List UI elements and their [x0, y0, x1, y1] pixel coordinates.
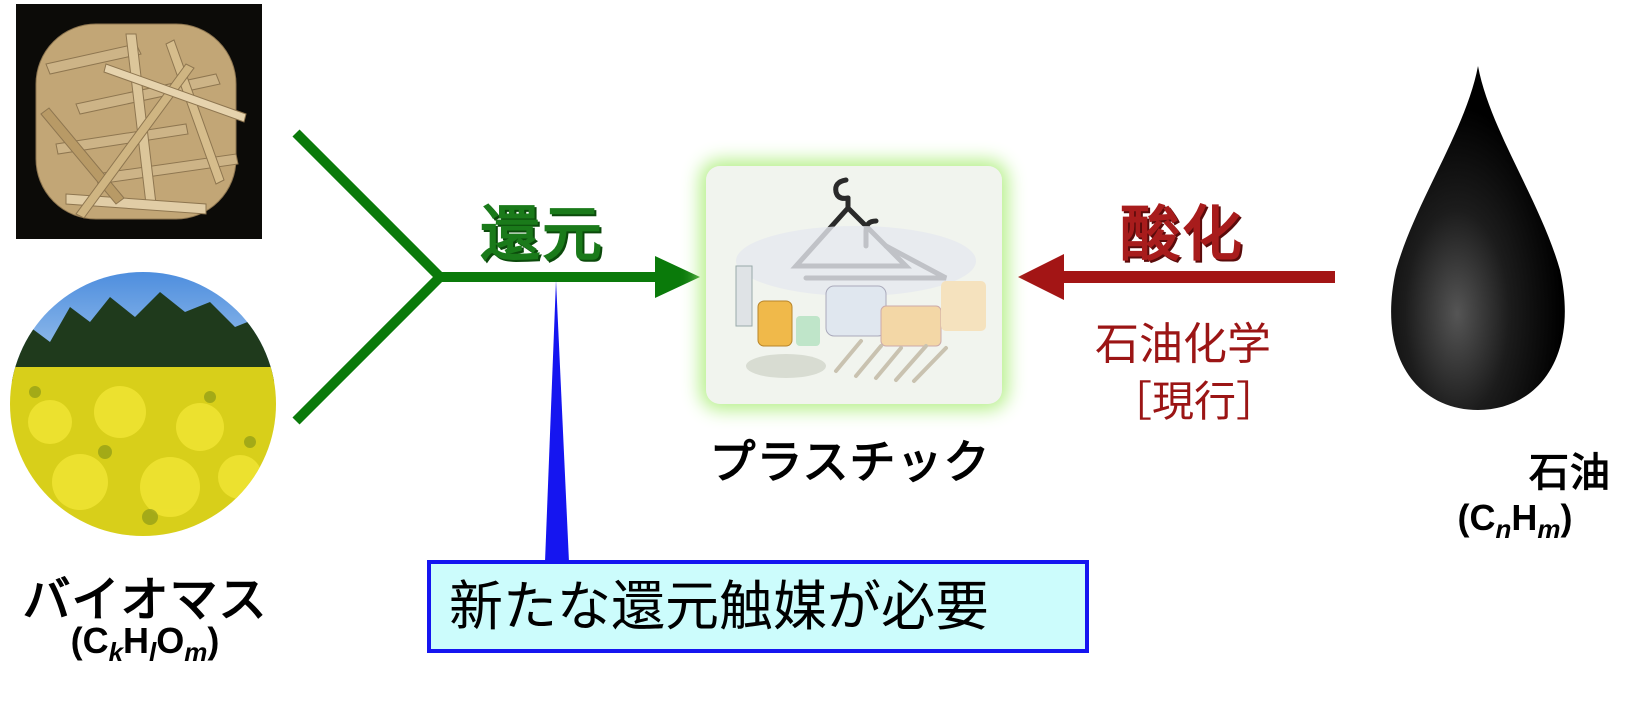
- wood-chips-photo: [16, 4, 262, 239]
- current-status-label: ［現行］: [1110, 377, 1279, 426]
- biomass-label: バイオマス: [22, 572, 268, 628]
- petroleum-label: 石油: [1529, 450, 1611, 496]
- rapeseed-field-photo: [10, 272, 276, 536]
- formula-subscript: m: [1537, 514, 1561, 544]
- biomass-formula: (CkHlOm): [0, 620, 290, 668]
- formula-part: ): [1560, 497, 1573, 538]
- petroleum-formula: (CnHm): [1420, 497, 1610, 545]
- formula-part: H: [123, 620, 150, 661]
- formula-part: H: [1511, 497, 1538, 538]
- formula-part: (C: [1457, 497, 1496, 538]
- formula-subscript: m: [184, 637, 208, 667]
- reduction-arrow: [292, 129, 660, 425]
- callout-pointer: [545, 280, 569, 562]
- plastic-products-photo: [706, 166, 1002, 404]
- petrochemistry-label: 石油化学: [1095, 319, 1271, 370]
- reduction-arrowhead: [655, 256, 700, 298]
- plastic-products-image: [706, 166, 1002, 404]
- formula-subscript: k: [108, 637, 124, 667]
- oil-drop-icon: [1391, 66, 1565, 410]
- reduction-label: 還元: [480, 200, 604, 270]
- rapeseed-field-image: [10, 272, 276, 536]
- callout-box: 新たな還元触媒が必要: [427, 560, 1089, 653]
- oxidation-arrowhead: [1018, 254, 1064, 300]
- formula-part: O: [156, 620, 185, 661]
- plastic-label: プラスチック: [709, 435, 991, 489]
- formula-part: (C: [70, 620, 109, 661]
- wood-chips-image: [16, 4, 262, 239]
- formula-subscript: n: [1495, 514, 1512, 544]
- oxidation-label: 酸化: [1120, 200, 1244, 270]
- formula-part: ): [207, 620, 220, 661]
- formula-subscript: l: [149, 637, 157, 667]
